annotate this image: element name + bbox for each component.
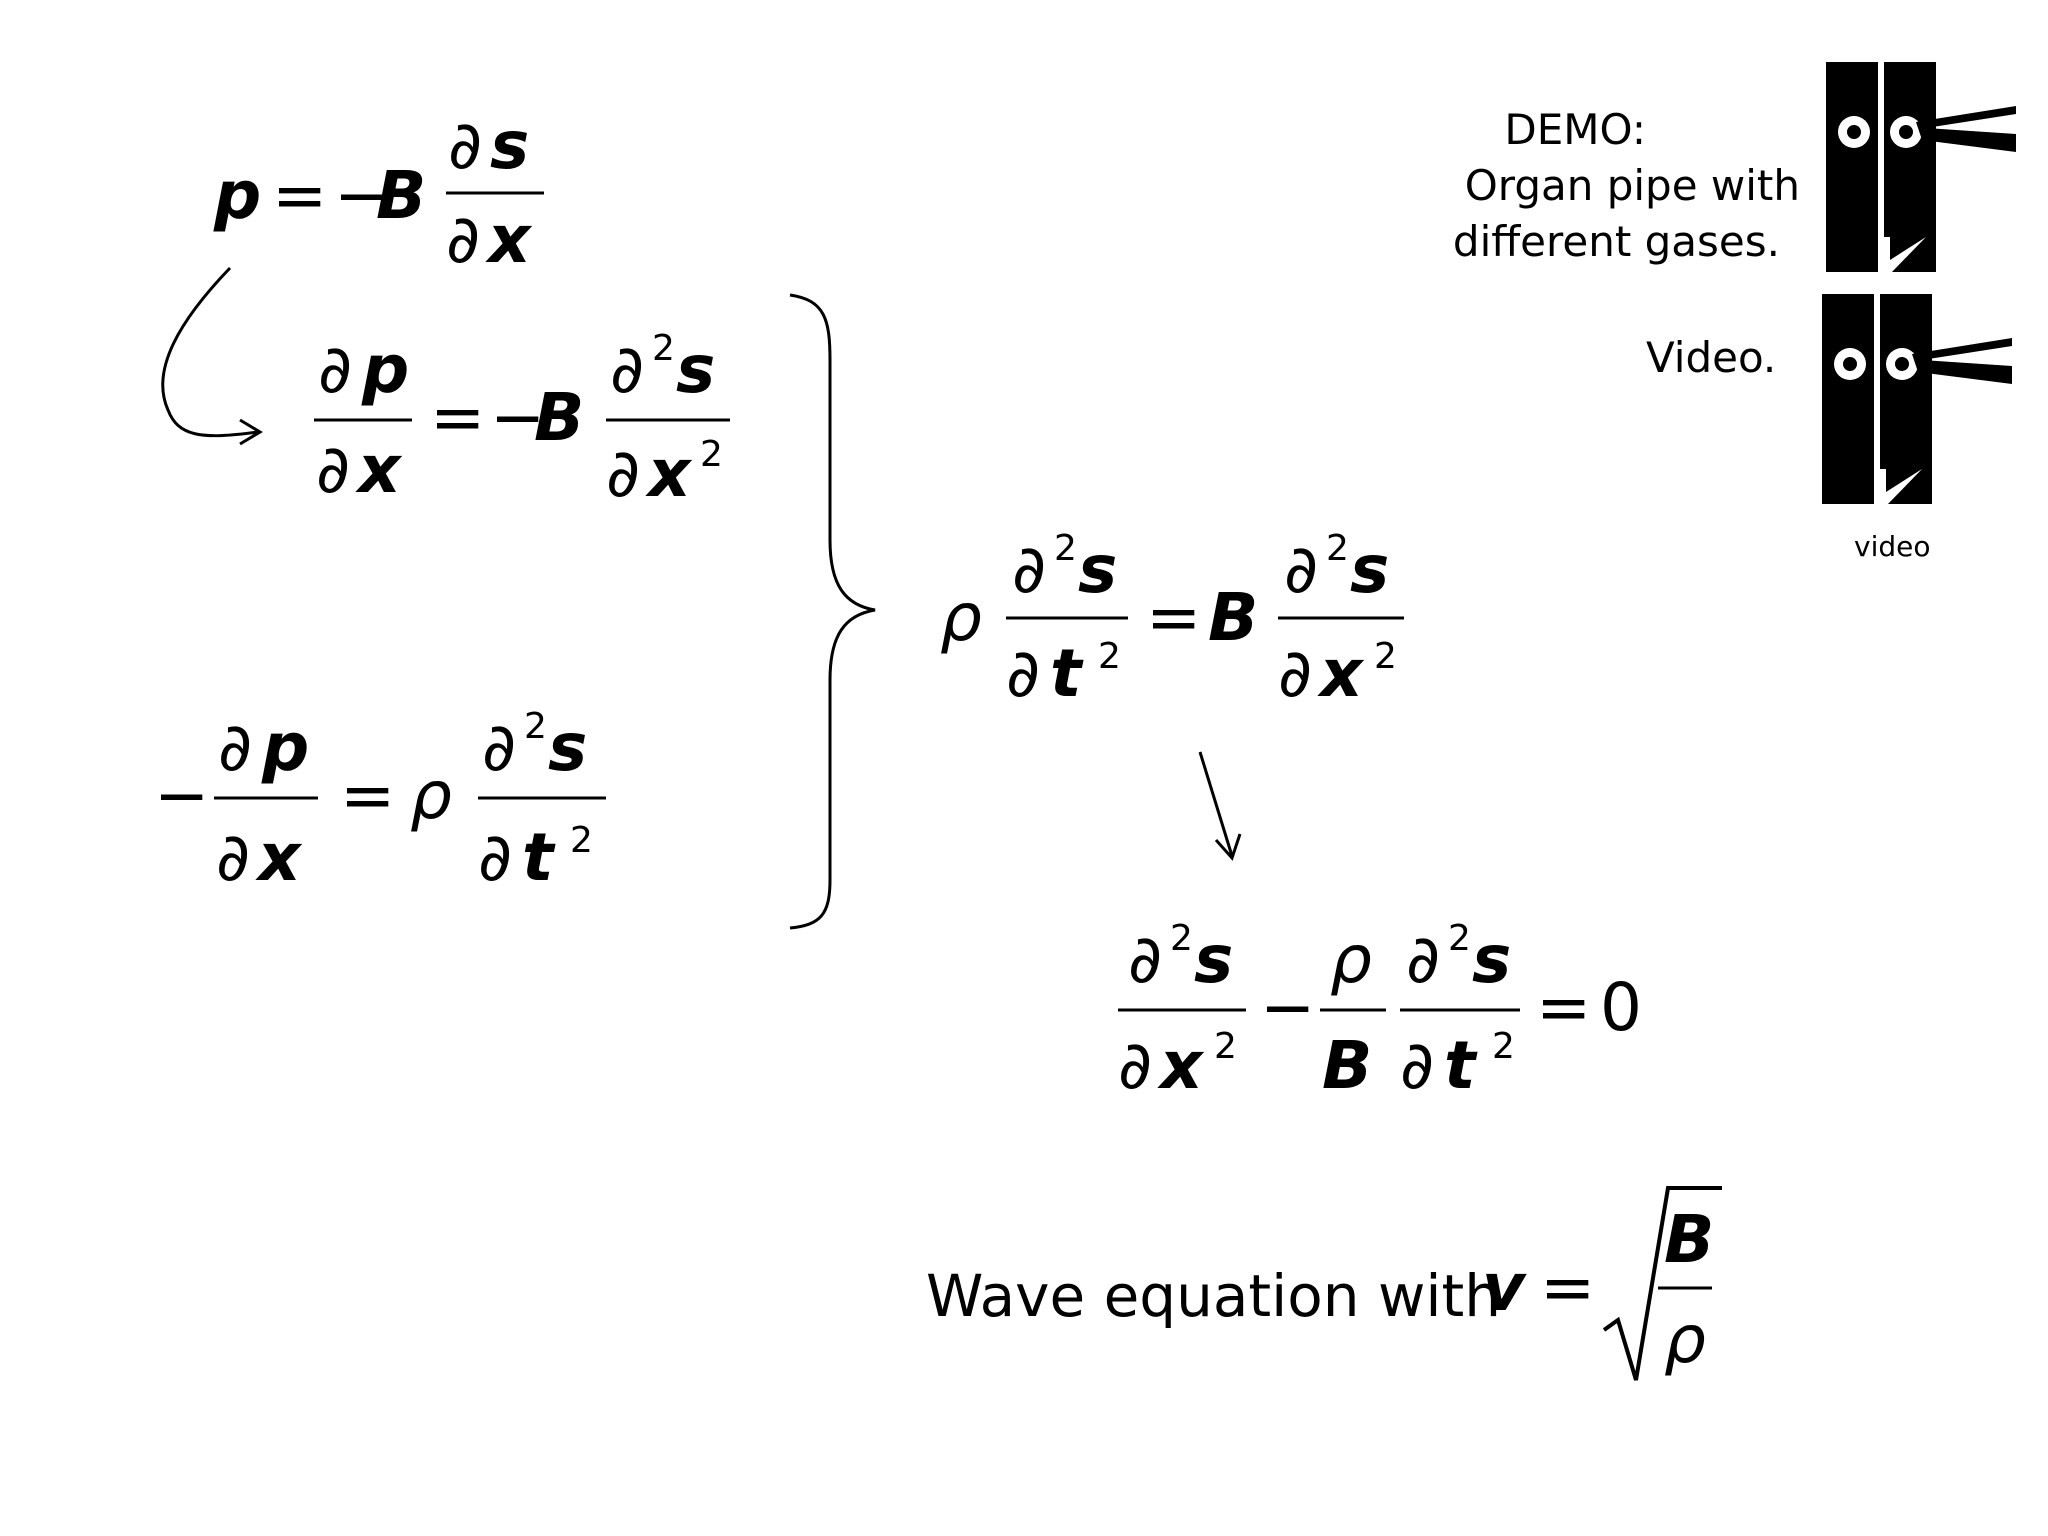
equation-wave: ∂ 2 s ∂ x 2 − ρ B ∂ 2 s ∂ t 2 = 0 [1118,918,1642,1104]
svg-text:2: 2 [1098,636,1121,677]
svg-text:∂: ∂ [478,819,512,896]
video-label: Video. [1646,333,1777,382]
svg-text:−: − [490,379,545,456]
svg-text:v: v [1482,1249,1527,1326]
svg-text:∂: ∂ [1012,531,1046,608]
arrow-down [1198,751,1242,861]
svg-text:2: 2 [1054,528,1077,569]
svg-text:2: 2 [1214,1026,1237,1067]
svg-text:∂: ∂ [448,107,482,184]
equation-velocity: v = B ρ [1482,1186,1722,1381]
svg-text:ρ: ρ [940,579,982,656]
svg-text:B: B [1664,1201,1714,1278]
svg-text:B: B [1322,1027,1372,1104]
svg-text:=: = [1540,1249,1595,1326]
svg-text:∂: ∂ [482,709,516,786]
svg-text:s: s [1350,531,1389,608]
svg-text:∂: ∂ [1278,635,1312,712]
svg-text:∂: ∂ [1406,921,1440,998]
svg-text:s: s [1194,921,1233,998]
video-caption[interactable]: video [1854,530,1931,563]
svg-text:B: B [376,157,426,234]
svg-text:−: − [154,757,209,834]
svg-text:∂: ∂ [216,819,250,896]
svg-text:2: 2 [1448,918,1471,959]
svg-text:=: = [430,379,485,456]
svg-text:p: p [361,331,409,408]
svg-text:ρ: ρ [1330,921,1372,998]
svg-text:x: x [1157,1027,1205,1104]
svg-text:s: s [1078,531,1117,608]
svg-text:2: 2 [1326,528,1349,569]
svg-text:2: 2 [524,706,547,747]
wave-equation-text: Wave equation with [926,1262,1502,1330]
svg-text:2: 2 [1170,918,1193,959]
svg-text:∂: ∂ [318,331,352,408]
svg-text:2: 2 [570,820,593,861]
svg-text:s: s [490,107,529,184]
demo-description: DEMO: Organ pipe with different gases. [1340,102,1800,270]
svg-text:∂: ∂ [1400,1027,1434,1104]
demo-line2: different gases. [1452,217,1780,266]
svg-text:∂: ∂ [1284,531,1318,608]
svg-text:x: x [1317,635,1365,712]
svg-text:−: − [1260,969,1315,1046]
svg-text:p: p [261,709,309,786]
equation-newton: − ∂ p ∂ x = ρ ∂ 2 s ∂ t 2 [154,706,606,896]
svg-text:∂: ∂ [446,201,480,278]
svg-text:2: 2 [700,434,723,475]
equation-pressure-derivative: ∂ p ∂ x = − B ∂ 2 s ∂ x 2 [314,328,730,512]
equation-combined: ρ ∂ 2 s ∂ t 2 = B ∂ 2 s ∂ x 2 [940,528,1404,712]
svg-text:B: B [534,379,584,456]
svg-text:s: s [548,709,587,786]
svg-text:=: = [272,157,327,234]
right-brace [789,293,876,930]
organ-pipe-icon[interactable] [1822,294,2012,506]
svg-text:∂: ∂ [610,331,644,408]
svg-text:x: x [255,819,303,896]
svg-text:=: = [340,757,395,834]
svg-text:∂: ∂ [316,431,350,508]
svg-text:x: x [485,201,533,278]
svg-text:2: 2 [1492,1026,1515,1067]
svg-text:∂: ∂ [1118,1027,1152,1104]
svg-text:x: x [645,435,693,512]
svg-text:∂: ∂ [1006,635,1040,712]
svg-text:∂: ∂ [606,435,640,512]
svg-text:t: t [1050,635,1084,712]
svg-text:0: 0 [1600,969,1642,1046]
svg-text:B: B [1208,579,1258,656]
svg-text:t: t [522,819,556,896]
svg-text:x: x [355,431,403,508]
svg-text:s: s [676,331,715,408]
curved-arrow [161,266,259,438]
svg-text:s: s [1472,921,1511,998]
svg-text:∂: ∂ [1128,921,1162,998]
svg-text:−: − [334,157,389,234]
svg-text:ρ: ρ [410,757,452,834]
equation-pressure: p = − B ∂ s ∂ x [213,107,544,278]
svg-text:2: 2 [652,328,675,369]
svg-text:p: p [213,157,261,234]
demo-line1: Organ pipe with [1464,161,1800,210]
svg-text:∂: ∂ [218,709,252,786]
svg-text:=: = [1146,579,1201,656]
svg-text:ρ: ρ [1664,1301,1706,1378]
svg-text:=: = [1536,969,1591,1046]
organ-pipe-icon[interactable] [1826,62,2016,274]
svg-text:t: t [1444,1027,1478,1104]
svg-text:2: 2 [1374,636,1397,677]
demo-label: DEMO: [1504,105,1646,154]
